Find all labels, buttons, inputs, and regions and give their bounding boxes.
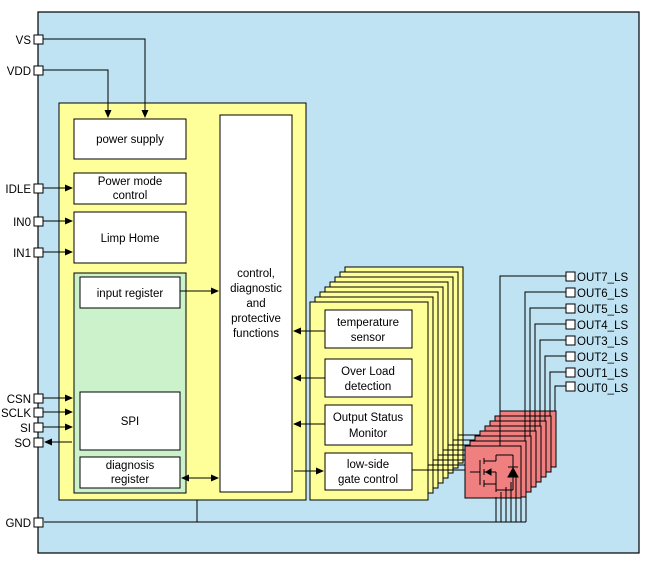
pin-csn: CSN	[7, 394, 31, 406]
pin-out7: OUT7_LS	[577, 272, 628, 284]
power-mode-label-1: Power mode	[98, 176, 163, 188]
pin-out2: OUT2_LS	[577, 352, 628, 364]
supply-wires	[43, 38, 149, 118]
pin-out0: OUT0_LS	[577, 383, 628, 395]
spi-area	[73, 272, 187, 494]
output-pin-boxes	[565, 271, 576, 392]
input-register-label: input register	[97, 288, 164, 300]
limp-home-label: Limp Home	[101, 233, 160, 245]
status-label-2: Monitor	[349, 428, 388, 440]
power-supply-label: power supply	[96, 134, 164, 146]
temp-label-1: temperature	[337, 317, 399, 329]
control-label-2: diagnostic	[230, 283, 282, 295]
pin-vs: VS	[16, 35, 32, 47]
pin-out6: OUT6_LS	[577, 288, 628, 300]
power-mode-block	[73, 172, 187, 205]
pin-so: SO	[14, 438, 31, 450]
pin-out4: OUT4_LS	[577, 320, 628, 332]
gate-label-1: low-side	[347, 459, 389, 471]
ground-wires	[44, 467, 527, 523]
pin-gnd: GND	[5, 518, 31, 530]
control-label-5: functions	[233, 328, 279, 340]
output-wires	[499, 275, 566, 446]
temp-label-2: sensor	[351, 332, 386, 344]
power-mode-label-2: control	[113, 190, 148, 202]
overload-label-1: Over Load	[341, 366, 395, 378]
pin-si: SI	[20, 423, 31, 435]
status-label-1: Output Status	[333, 412, 404, 424]
pin-in0: IN0	[13, 217, 31, 229]
left-pin-boxes	[33, 34, 44, 528]
control-label-4: protective	[231, 313, 281, 325]
pin-out3: OUT3_LS	[577, 336, 628, 348]
input-wires	[43, 184, 73, 446]
gate-control-block	[324, 452, 413, 491]
control-label-3: and	[246, 298, 265, 310]
pin-out5: OUT5_LS	[577, 304, 628, 316]
input-register-block	[79, 276, 181, 309]
pin-idle: IDLE	[5, 184, 31, 196]
pin-sclk: SCLK	[1, 408, 31, 420]
output-status-block	[324, 404, 413, 446]
internal-arrows	[180, 287, 325, 482]
pin-vdd: VDD	[7, 66, 31, 78]
control-label-1: control,	[237, 268, 275, 280]
limp-home-block	[73, 211, 187, 264]
overload-label-2: detection	[345, 381, 392, 393]
pin-in1: IN1	[13, 248, 31, 260]
pin-out1: OUT1_LS	[577, 368, 628, 380]
spi-block	[79, 391, 181, 451]
control-block	[219, 114, 293, 493]
diagnosis-register-block	[79, 456, 181, 489]
overload-detection-block	[324, 358, 413, 398]
temperature-sensor-block	[324, 309, 413, 349]
mosfet-symbol	[470, 454, 519, 492]
gate-label-2: gate control	[338, 474, 398, 486]
diagnosis-label-2: register	[111, 474, 150, 486]
diagnosis-label-1: diagnosis	[106, 460, 155, 472]
power-supply-block	[73, 118, 187, 160]
spi-label: SPI	[121, 416, 140, 428]
